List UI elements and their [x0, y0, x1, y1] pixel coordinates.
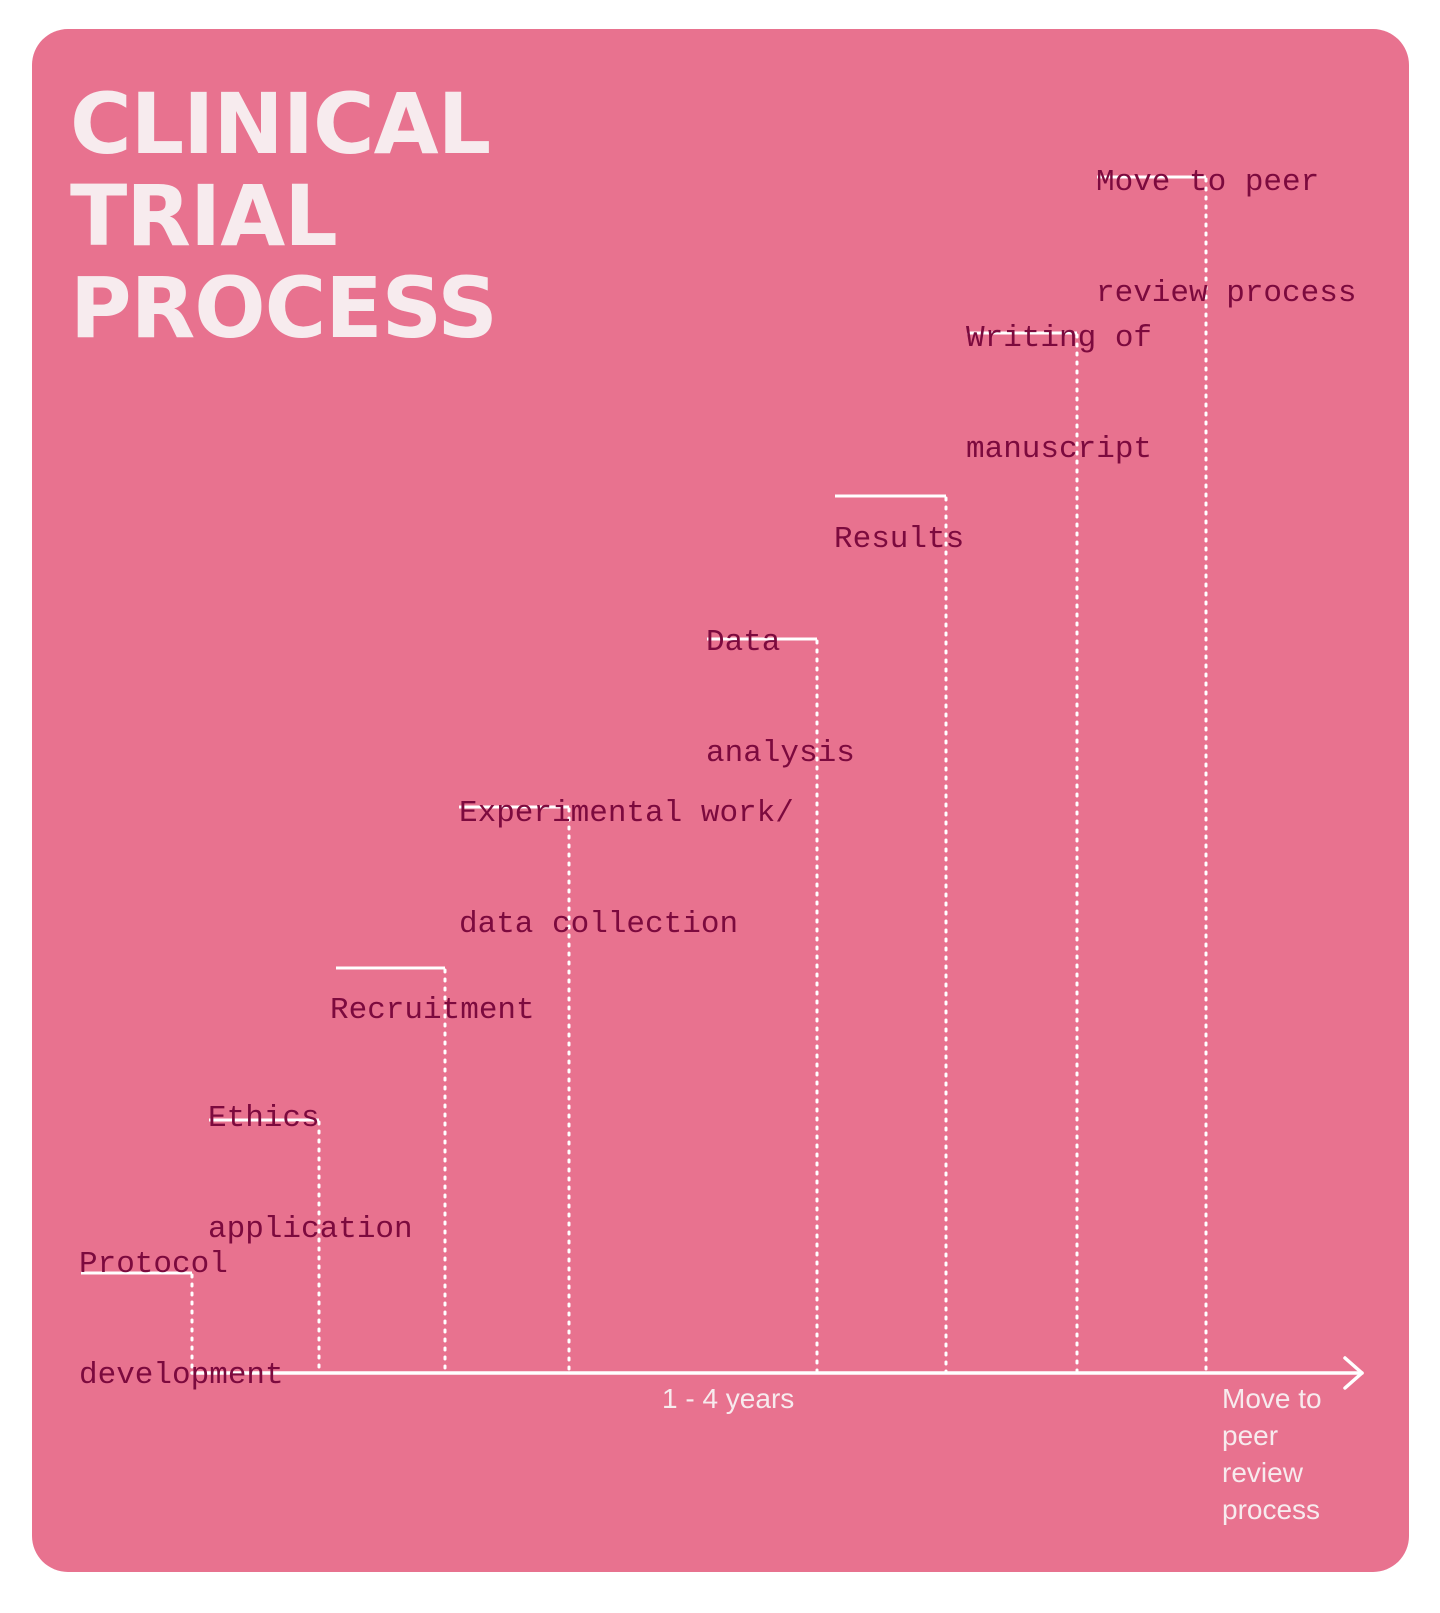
step-label-line: Move to peer: [1096, 165, 1320, 200]
step-label-line: Results: [834, 522, 965, 557]
axis-end-label-line: Move to: [1222, 1383, 1322, 1414]
step-label-line: Ethics: [208, 1101, 320, 1136]
title-line-3: PROCESS: [70, 259, 498, 357]
step-protocol-development: Protocol development: [79, 1172, 284, 1431]
step-ethics-application: Ethics application: [208, 1026, 413, 1285]
step-label-line: application: [208, 1212, 413, 1247]
step-experimental-work: Experimental work/ data collection: [459, 721, 794, 980]
step-results: Results: [834, 447, 964, 595]
step-label-line: analysis: [706, 736, 855, 771]
step-label-line: Data: [706, 625, 781, 660]
step-data-analysis: Data analysis: [706, 550, 855, 809]
axis-end-label-line: review: [1222, 1457, 1303, 1488]
step-writing-of-manuscript: Writing of manuscript: [966, 246, 1152, 505]
axis-end-label: Move to peer review process: [1222, 1380, 1322, 1528]
step-move-to-peer-review: Move to peer review process: [1096, 90, 1356, 349]
title-line-1: CLINICAL: [70, 75, 491, 173]
duration-label: 1 - 4 years: [662, 1383, 795, 1414]
axis-end-label-line: process: [1222, 1494, 1321, 1525]
time-axis-arrowhead: [1343, 1356, 1364, 1390]
step-label-line: review process: [1096, 276, 1357, 311]
step-label-line: development: [79, 1358, 284, 1393]
title-line-2: TRIAL: [70, 167, 338, 265]
step-label-line: data collection: [459, 907, 739, 942]
diagram-card: [32, 29, 1409, 1572]
step-label-line: Writing of: [966, 321, 1153, 356]
step-label-line: Protocol: [79, 1247, 228, 1282]
step-label-line: manuscript: [966, 432, 1153, 467]
axis-end-label-line: peer: [1222, 1420, 1279, 1451]
diagram-title: CLINICAL TRIAL PROCESS: [70, 75, 498, 357]
step-recruitment: Recruitment: [330, 918, 535, 1066]
step-label-line: Experimental work/: [459, 796, 794, 831]
step-label-line: Recruitment: [330, 993, 535, 1028]
